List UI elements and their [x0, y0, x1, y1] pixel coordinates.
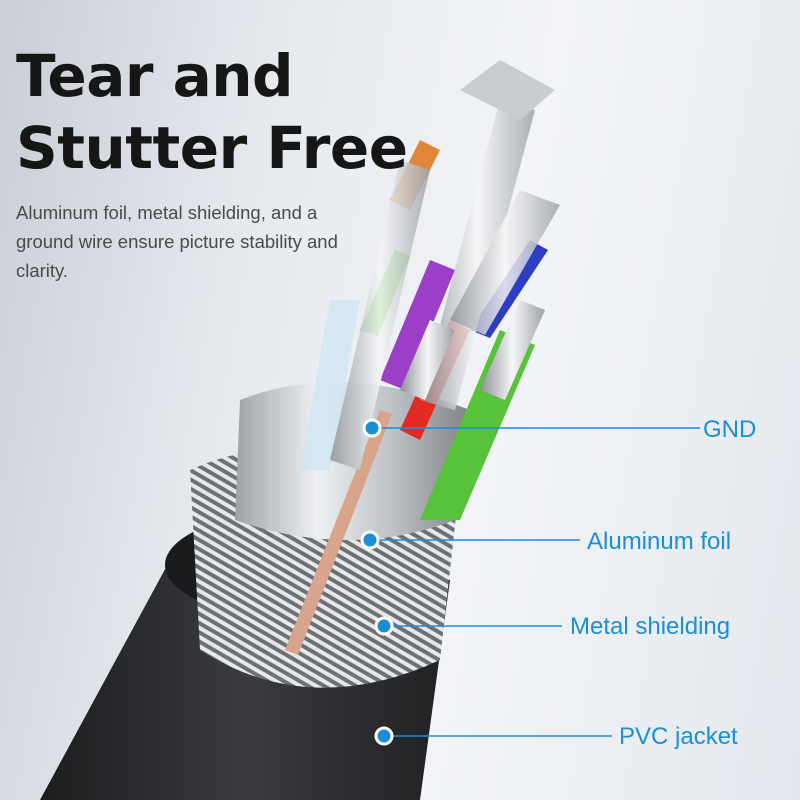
callout-dots — [360, 418, 394, 746]
callout-lines — [370, 427, 700, 737]
callout-pvc-jacket: PVC jacket — [619, 723, 738, 750]
headline-line1: Tear and — [16, 42, 294, 110]
headline-line2: Stutter Free — [16, 114, 408, 182]
headline: Tear and Stutter Free — [16, 40, 408, 184]
callout-metal-shielding: Metal shielding — [570, 613, 731, 640]
callout-gnd: GND — [703, 416, 757, 443]
callout-aluminum-foil: Aluminum foil — [587, 528, 732, 555]
foil-dot — [360, 530, 380, 550]
inner-wires — [285, 60, 560, 655]
description: Aluminum foil, metal shielding, and a gr… — [16, 202, 338, 281]
shielding-dot — [374, 616, 394, 636]
jacket-dot — [374, 726, 394, 746]
gnd-dot — [362, 418, 382, 438]
